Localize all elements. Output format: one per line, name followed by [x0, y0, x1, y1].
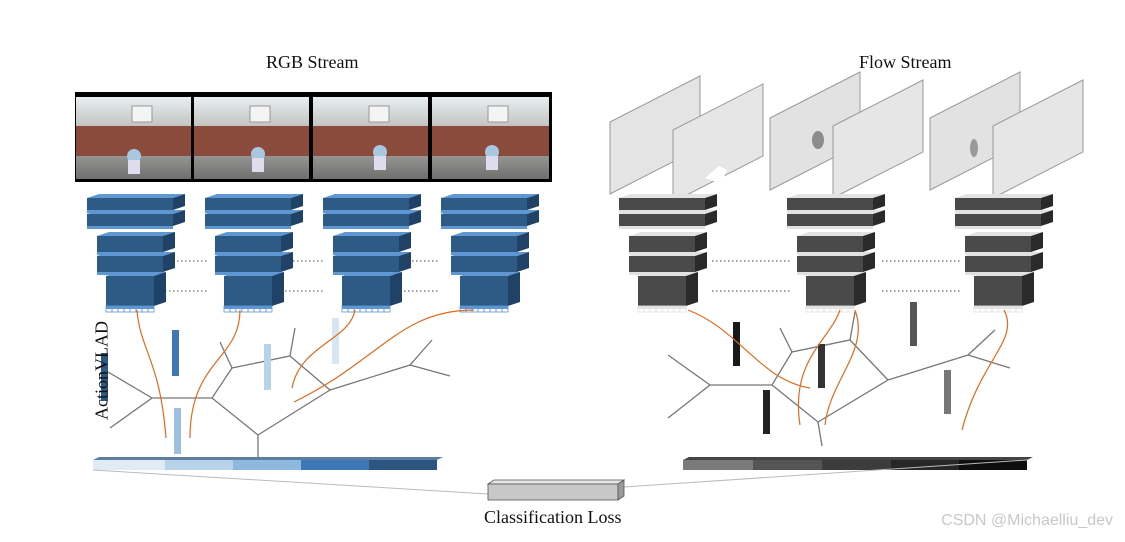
rgb-descriptor-bars: [101, 318, 339, 454]
flow-stream-title: Flow Stream: [859, 52, 952, 72]
rgb-actionvlad-vector: [93, 457, 443, 470]
classification-loss-block: [486, 479, 626, 501]
rgb-cnn-stack-2: [205, 194, 303, 313]
rgb-stream-title: RGB Stream: [266, 52, 359, 72]
flow-cluster-tree: [667, 311, 1011, 447]
classification-loss-label: Classification Loss: [484, 507, 622, 527]
rgb-frame-4: [432, 97, 549, 179]
optical-flow-frames: [609, 71, 1084, 203]
flow-cnn-stack-3: [955, 194, 1053, 313]
rgb-cnn-stack-4: [441, 194, 539, 313]
loss-connectors: [92, 459, 1028, 495]
temporal-dotted-links: [165, 260, 960, 292]
flow-actionvlad-vector: [683, 457, 1033, 470]
rgb-frame-1: [76, 97, 191, 179]
rgb-video-frames: [75, 92, 552, 182]
rgb-frame-2: [194, 97, 309, 179]
flow-descriptor-bars: [733, 302, 951, 434]
rgb-cnn-stack-3: [323, 194, 421, 313]
actionvlad-label: ActionVLAD: [91, 321, 112, 420]
flow-cnn-stack-2: [787, 194, 885, 313]
flow-cnn-stack-1: [619, 194, 717, 313]
rgb-cnn-stack-1: [87, 194, 185, 313]
rgb-cluster-tree: [107, 327, 451, 458]
flow-cnn-stacks: [619, 194, 1053, 313]
rgb-cnn-stacks: [87, 194, 539, 313]
assignment-arrows: [136, 309, 1009, 439]
watermark-text: CSDN @Michaelliu_dev: [941, 512, 1113, 529]
rgb-frame-3: [313, 97, 428, 179]
